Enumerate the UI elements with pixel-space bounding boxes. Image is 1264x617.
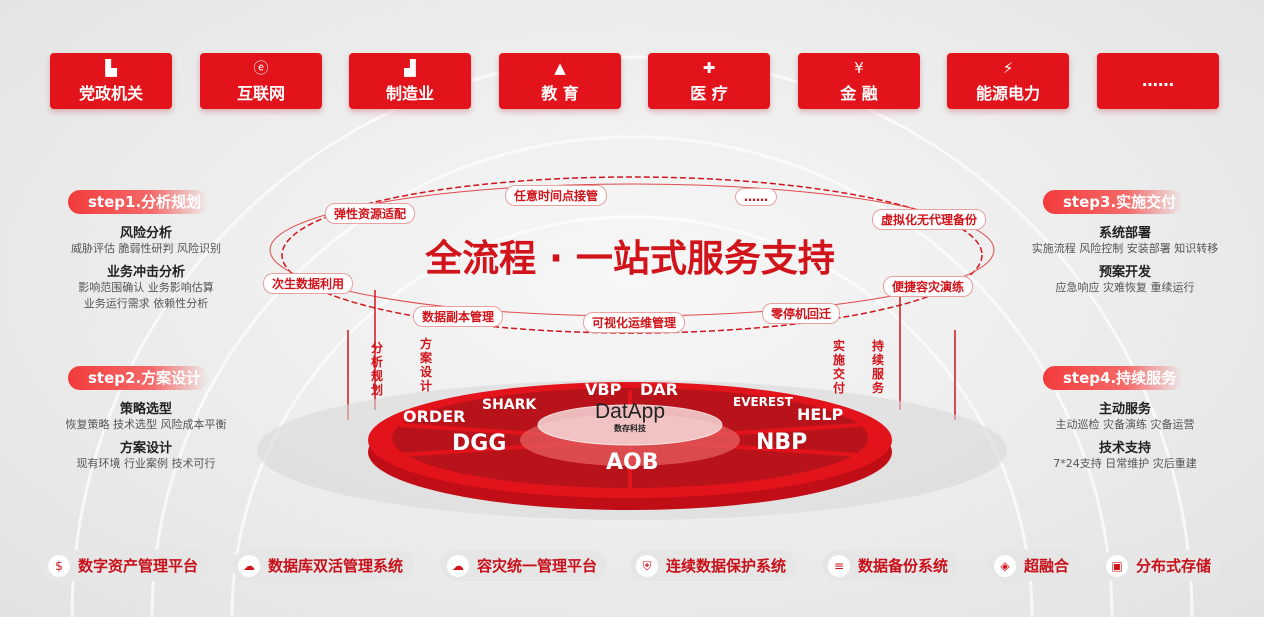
solution-backup[interactable]: ≡数据备份系统: [822, 550, 959, 581]
database-icon: ≡: [828, 554, 850, 577]
save-icon: ▣: [1106, 554, 1128, 577]
internet-explorer-icon: ⓔ: [253, 59, 269, 77]
arrow-label: 分析规划: [370, 341, 383, 397]
datapp-logo-sub: 数存科技: [614, 424, 646, 433]
product-nbp: NBP: [756, 430, 808, 455]
step2-header: step2.方案设计: [68, 366, 208, 390]
product-everest: EVEREST: [733, 395, 793, 409]
step3-content: 系统部署实施流程 风险控制 安装部署 知识转移 预案开发应急响应 灾难恢复 重续…: [1031, 226, 1219, 294]
layers-icon: ◈: [994, 554, 1016, 577]
shield-icon: ⛨: [636, 554, 658, 577]
orbit-label: 虚拟化无代理备份: [872, 209, 987, 230]
industry-finance[interactable]: ¥金 融: [798, 53, 920, 109]
arrow-label: 实施交付: [832, 339, 845, 395]
industry-manufacturing[interactable]: ▟制造业: [349, 53, 471, 109]
arrow-label: 持续服务: [871, 339, 884, 395]
orbit-label: 次生数据利用: [263, 273, 354, 294]
industry-medical[interactable]: ✚医 疗: [648, 53, 770, 109]
money-icon: ¥: [854, 59, 864, 77]
factory-icon: ▟: [404, 59, 416, 77]
industry-government[interactable]: ▙党政机关: [50, 53, 172, 109]
industry-energy[interactable]: ⚡能源电力: [947, 53, 1069, 109]
solution-hci[interactable]: ◈超融合: [988, 550, 1080, 581]
orbit-label: 数据副本管理: [413, 306, 504, 327]
arrow-label: 方案设计: [419, 337, 432, 393]
cloud-db-icon: ☁: [238, 554, 260, 577]
step2-content: 策略选型恢复策略 技术选型 风险成本平衡 方案设计现有环境 行业案例 技术可行: [65, 402, 227, 470]
product-help: HELP: [797, 405, 844, 424]
product-vbp: VBP: [585, 380, 622, 399]
solution-cdp[interactable]: ⛨连续数据保护系统: [630, 550, 797, 581]
orbit-label: 可视化运维管理: [583, 312, 686, 333]
power-icon: ⚡: [1002, 59, 1014, 77]
product-order: ORDER: [403, 407, 466, 426]
industry-more[interactable]: ……: [1097, 53, 1219, 109]
datapp-logo: DatApp: [594, 400, 666, 423]
orbit-label: ……: [735, 188, 777, 206]
solution-digital-asset[interactable]: $数字资产管理平台: [42, 550, 209, 581]
graduation-cap-icon: ▲: [554, 59, 566, 77]
center-title: 全流程 · 一站式服务支持: [425, 237, 835, 280]
step3-header: step3.实施交付: [1043, 190, 1183, 214]
monitor-dollar-icon: $: [48, 554, 70, 577]
product-dgg: DGG: [452, 431, 507, 456]
product-dar: DAR: [640, 380, 678, 399]
step1-header: step1.分析规划: [68, 190, 208, 214]
orbit-label: 任意时间点接管: [505, 185, 608, 206]
solution-dr-platform[interactable]: ☁容灾统一管理平台: [441, 550, 608, 581]
product-aob: AOB: [606, 450, 659, 475]
step1-content: 风险分析威胁评估 脆弱性研判 风险识别 业务冲击分析影响范围确认 业务影响估算业…: [71, 226, 221, 310]
industry-education[interactable]: ▲教 育: [499, 53, 621, 109]
medical-kit-icon: ✚: [702, 59, 716, 77]
step4-header: step4.持续服务: [1043, 366, 1183, 390]
solution-distributed-storage[interactable]: ▣分布式存储: [1100, 550, 1222, 581]
cloud-shield-icon: ☁: [447, 554, 469, 577]
orbit-label: 弹性资源适配: [325, 203, 416, 224]
orbit-label: 便捷容灾演练: [883, 276, 974, 297]
solution-db-active[interactable]: ☁数据库双活管理系统: [232, 550, 414, 581]
government-building-icon: ▙: [105, 59, 117, 77]
product-shark: SHARK: [482, 397, 537, 413]
orbit-label: 零停机回迁: [762, 303, 841, 324]
